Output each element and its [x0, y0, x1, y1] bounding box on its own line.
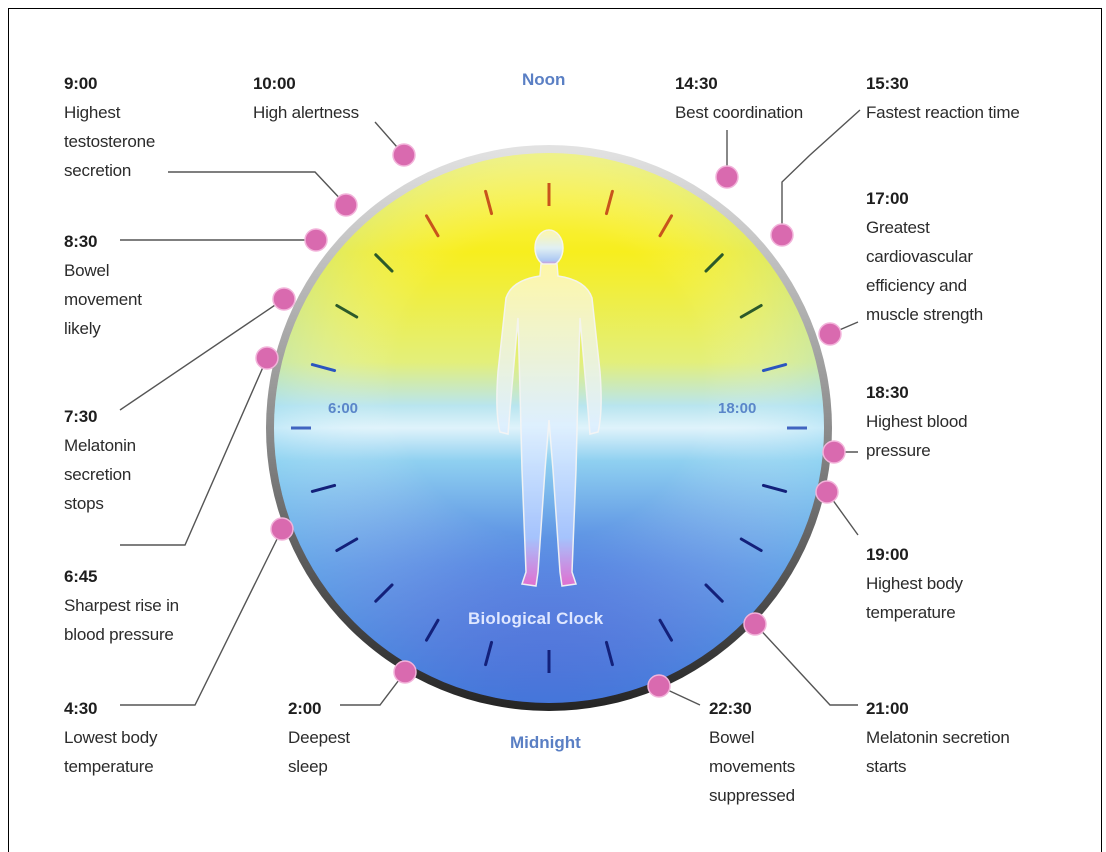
event-marker [394, 661, 416, 683]
event-time: 22:30 [709, 694, 795, 723]
event-time: 6:45 [64, 562, 179, 591]
event-marker [816, 481, 838, 503]
event-time: 14:30 [675, 69, 803, 98]
event-description: Fastest reaction time [866, 98, 1020, 127]
event-description: Sharpest rise in blood pressure [64, 591, 179, 649]
event-marker [823, 441, 845, 463]
hour-6-label: 6:00 [328, 400, 358, 417]
event-label-1900: 19:00 Highest body temperature [866, 540, 963, 627]
event-time: 17:00 [866, 184, 983, 213]
event-marker [771, 224, 793, 246]
event-description: Melatonin secretion stops [64, 431, 136, 518]
event-description: Deepest sleep [288, 723, 350, 781]
event-label-2100: 21:00 Melatonin secretion starts [866, 694, 1010, 781]
event-time: 21:00 [866, 694, 1010, 723]
hour-18-label: 18:00 [718, 400, 756, 417]
event-description: High alertness [253, 98, 359, 127]
event-marker [256, 347, 278, 369]
event-marker [744, 613, 766, 635]
event-marker [648, 675, 670, 697]
event-description: Highest blood pressure [866, 407, 967, 465]
event-description: Highest testosterone secretion [64, 98, 155, 185]
midnight-label: Midnight [510, 733, 581, 753]
event-time: 15:30 [866, 69, 1020, 98]
event-marker [273, 288, 295, 310]
event-label-2230: 22:30 Bowel movements suppressed [709, 694, 795, 810]
event-time: 10:00 [253, 69, 359, 98]
diagram-title: Biological Clock [468, 609, 603, 629]
event-label-1700: 17:00 Greatest cardiovascular efficiency… [866, 184, 983, 329]
connector-line [755, 624, 858, 705]
noon-label: Noon [522, 70, 565, 90]
event-marker [819, 323, 841, 345]
event-label-0645: 6:45 Sharpest rise in blood pressure [64, 562, 179, 649]
event-label-1430: 14:30 Best coordination [675, 69, 803, 127]
event-marker [305, 229, 327, 251]
event-description: Melatonin secretion starts [866, 723, 1010, 781]
event-marker [393, 144, 415, 166]
event-label-1830: 18:30 Highest blood pressure [866, 378, 967, 465]
event-label-0730: 7:30 Melatonin secretion stops [64, 402, 136, 518]
event-marker [271, 518, 293, 540]
event-time: 19:00 [866, 540, 963, 569]
event-label-0430: 4:30 Lowest body temperature [64, 694, 157, 781]
event-time: 2:00 [288, 694, 350, 723]
event-description: Greatest cardiovascular efficiency and m… [866, 213, 983, 329]
connector-line [168, 172, 346, 205]
event-time: 4:30 [64, 694, 157, 723]
connector-line [782, 110, 860, 235]
event-description: Bowel movements suppressed [709, 723, 795, 810]
event-label-0830: 8:30 Bowel movement likely [64, 227, 142, 343]
event-description: Bowel movement likely [64, 256, 142, 343]
event-marker [335, 194, 357, 216]
event-label-0200: 2:00 Deepest sleep [288, 694, 350, 781]
event-description: Best coordination [675, 98, 803, 127]
event-description: Highest body temperature [866, 569, 963, 627]
connector-line [120, 358, 267, 545]
event-time: 9:00 [64, 69, 155, 98]
event-label-1000: 10:00 High alertness [253, 69, 359, 127]
event-description: Lowest body temperature [64, 723, 157, 781]
event-marker [716, 166, 738, 188]
event-label-1530: 15:30 Fastest reaction time [866, 69, 1020, 127]
event-label-0900: 9:00 Highest testosterone secretion [64, 69, 155, 185]
event-time: 7:30 [64, 402, 136, 431]
event-time: 8:30 [64, 227, 142, 256]
event-time: 18:30 [866, 378, 967, 407]
